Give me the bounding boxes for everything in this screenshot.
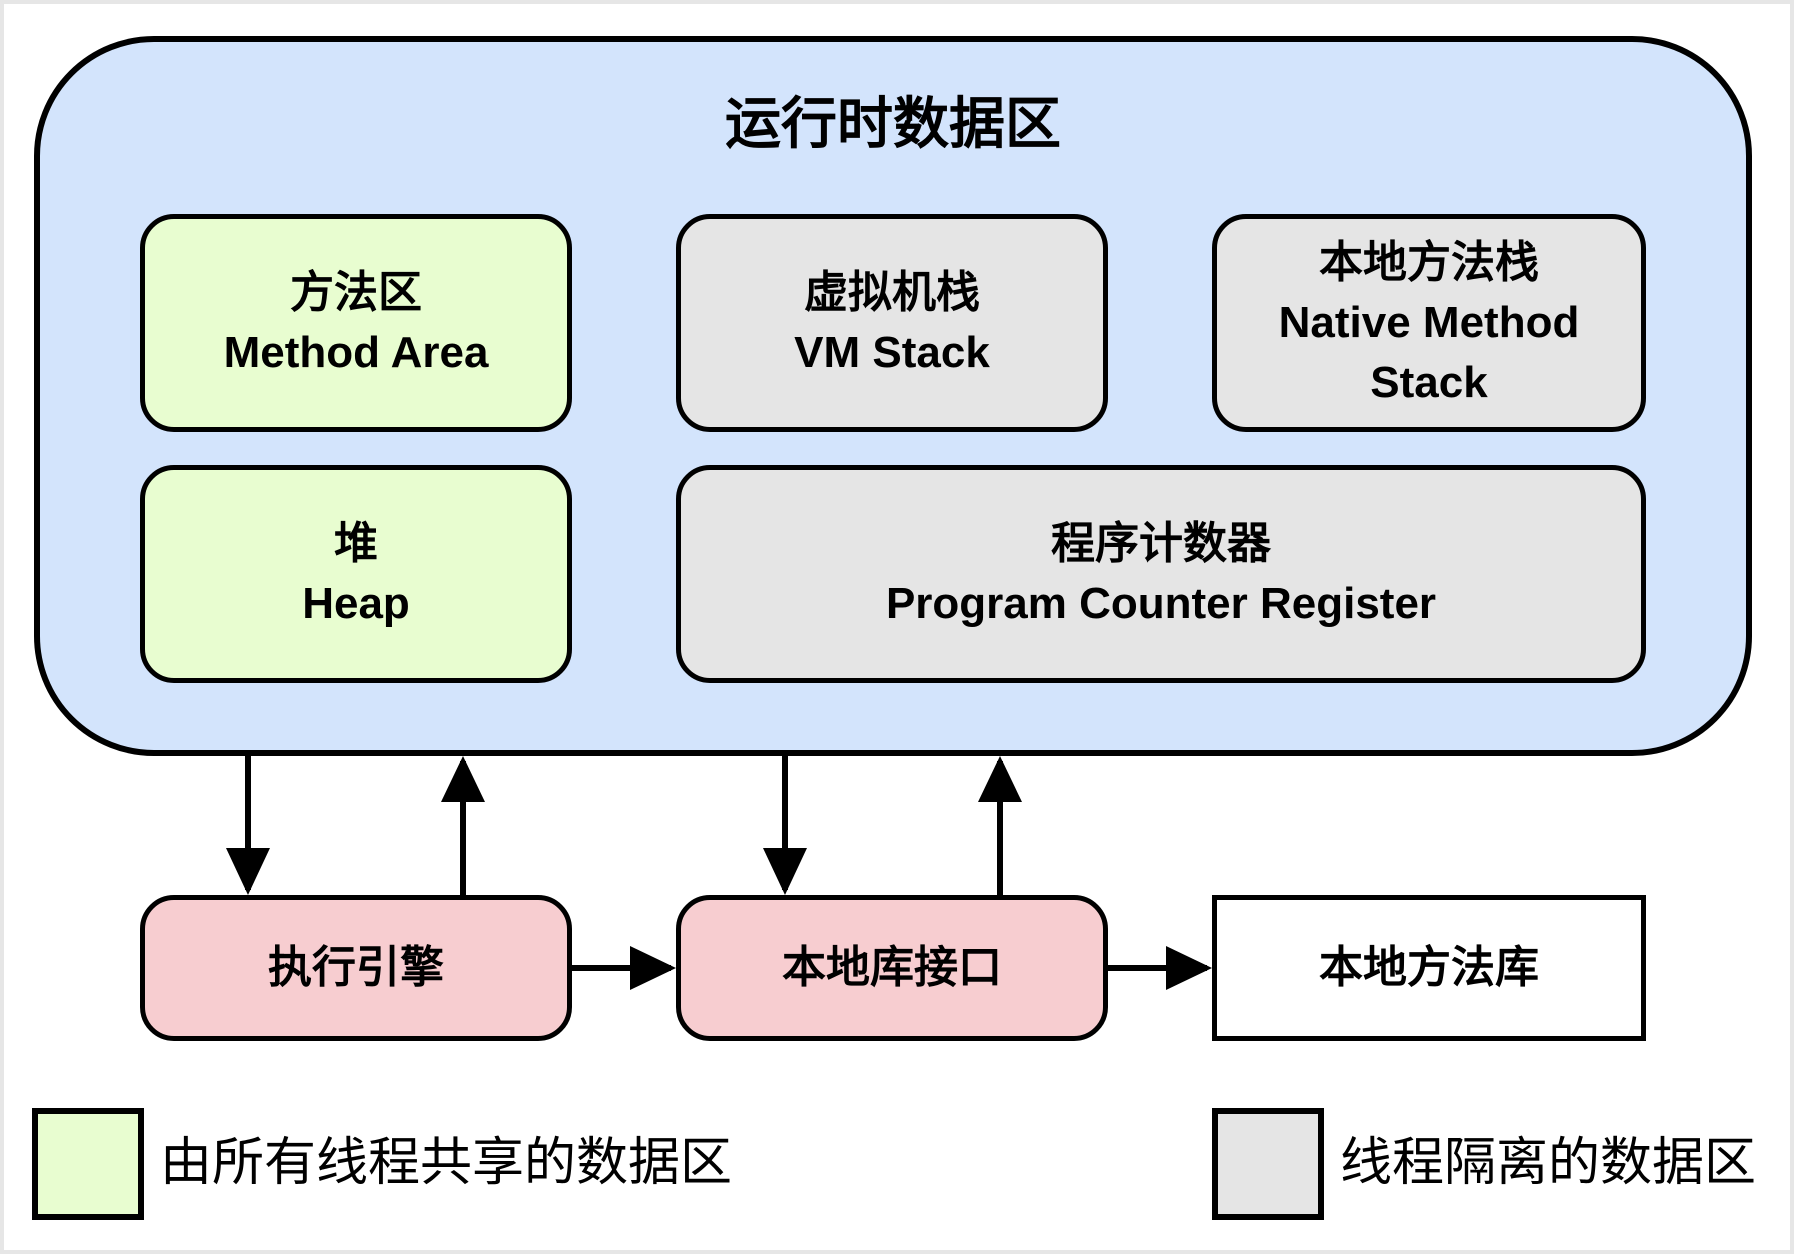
arrowhead-interface-down <box>763 848 807 895</box>
arrowhead-to-library <box>1166 946 1212 990</box>
legend-isolated-label: 线程隔离的数据区 <box>1340 1134 1757 1192</box>
arrowhead-interface-up <box>978 756 1022 802</box>
vm-stack-zh: 虚拟机栈 <box>804 268 980 317</box>
method-area-en: Method Area <box>223 328 489 377</box>
arrowhead-engine-down <box>226 848 270 895</box>
native-method-stack-en-line2: Stack <box>1370 358 1488 407</box>
native-interface-label: 本地库接口 <box>782 943 1002 992</box>
method-area-zh: 方法区 <box>290 268 422 317</box>
native-method-stack-box: 本地方法栈 Native Method Stack <box>1212 214 1646 432</box>
method-area-box: 方法区 Method Area <box>140 214 572 432</box>
legend-isolated-swatch <box>1212 1108 1324 1220</box>
program-counter-box: 程序计数器 Program Counter Register <box>676 465 1646 683</box>
arrowhead-engine-up <box>441 756 485 802</box>
native-method-stack-en-line1: Native Method <box>1278 298 1580 347</box>
native-library-label: 本地方法库 <box>1319 943 1539 992</box>
vm-stack-box: 虚拟机栈 VM Stack <box>676 214 1108 432</box>
heap-en: Heap <box>302 579 410 628</box>
arrowhead-to-interface <box>630 946 676 990</box>
native-method-stack-zh: 本地方法栈 <box>1319 238 1539 287</box>
execution-engine-label: 执行引擎 <box>268 943 444 992</box>
native-library-box: 本地方法库 <box>1212 895 1646 1041</box>
heap-zh: 堆 <box>334 519 378 568</box>
execution-engine-box: 执行引擎 <box>140 895 572 1041</box>
legend-shared-swatch <box>32 1108 144 1220</box>
heap-box: 堆 Heap <box>140 465 572 683</box>
program-counter-zh: 程序计数器 <box>1051 519 1271 568</box>
vm-stack-en: VM Stack <box>794 328 990 377</box>
legend-shared-label: 由所有线程共享的数据区 <box>160 1134 733 1192</box>
native-interface-box: 本地库接口 <box>676 895 1108 1041</box>
program-counter-en: Program Counter Register <box>885 579 1437 628</box>
runtime-data-area-title: 运行时数据区 <box>725 92 1061 155</box>
